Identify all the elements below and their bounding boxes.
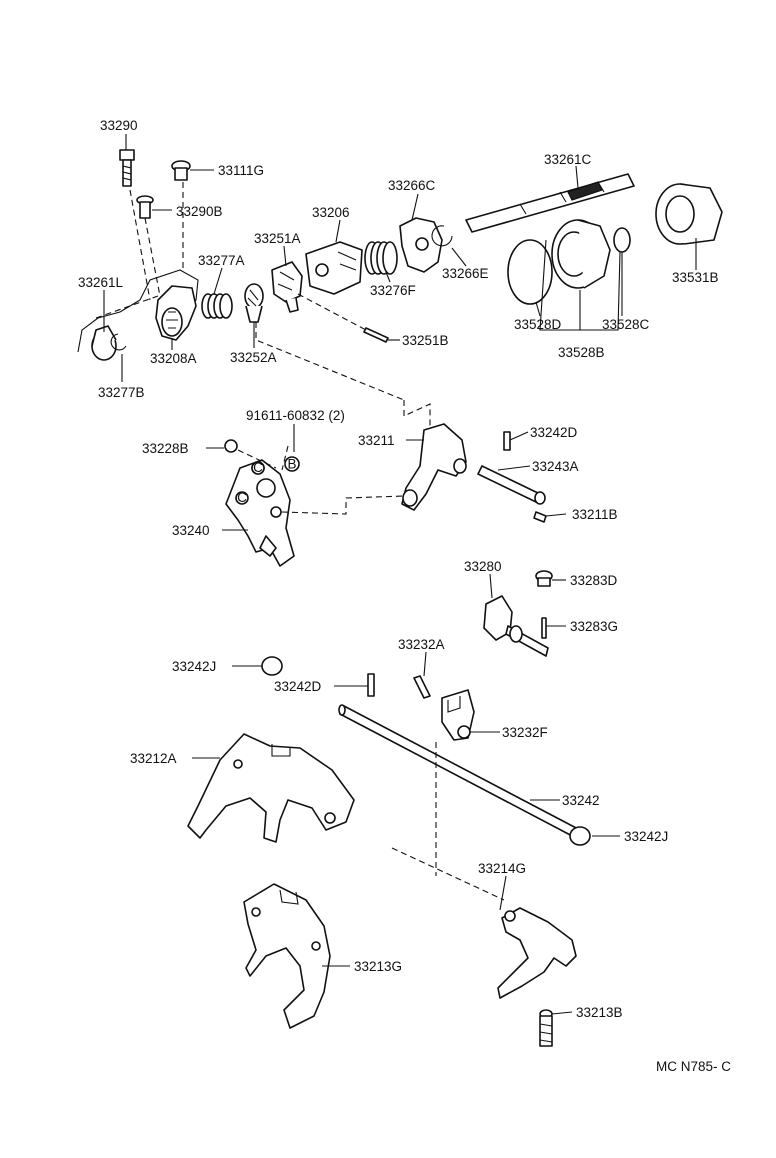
part-33290B-screw <box>136 195 154 219</box>
part-33232F-head <box>441 689 475 741</box>
part-33242D-pin-top <box>503 431 511 451</box>
label-33266E: 33266E <box>442 266 489 281</box>
part-33228B-nut <box>224 439 238 453</box>
part-33266C-interlock <box>399 217 443 273</box>
part-33240-lever-plate <box>225 459 295 567</box>
label-33277B: 33277B <box>98 385 145 400</box>
part-33214G-fork <box>497 907 577 999</box>
drawing-code: MC N785- C <box>656 1059 731 1074</box>
label-33242J-left: 33242J <box>172 659 216 674</box>
label-33290B: 33290B <box>176 204 223 219</box>
label-33528B: 33528B <box>558 345 605 360</box>
part-33277A-spring <box>201 293 233 319</box>
part-33251B-pin <box>363 327 389 343</box>
label-33111G: 33111G <box>218 163 264 178</box>
label-33242D-mid: 33242D <box>274 679 322 694</box>
part-33251A-cam <box>271 261 303 313</box>
label-33232A: 33232A <box>398 637 445 652</box>
label-33242J-right: 33242J <box>624 829 668 844</box>
marker-c-lower: C <box>235 490 249 505</box>
part-33531B-boot <box>655 183 723 245</box>
part-33290-bolt <box>119 149 135 187</box>
label-33208A: 33208A <box>150 351 197 366</box>
part-33213G-fork <box>243 883 331 1029</box>
label-33214G: 33214G <box>478 861 526 876</box>
label-33251A: 33251A <box>254 231 301 246</box>
label-33252A: 33252A <box>230 350 277 365</box>
part-33211-arm <box>401 423 467 511</box>
label-33213B: 33213B <box>576 1005 623 1020</box>
part-33232A-pin <box>413 675 431 699</box>
label-33228B: 33228B <box>142 441 189 456</box>
label-33276F: 33276F <box>370 283 416 298</box>
label-33243A: 33243A <box>532 459 579 474</box>
part-33528D-seal <box>507 239 553 305</box>
part-33212A-fork <box>187 733 355 843</box>
part-33213B-bolt <box>539 1009 553 1047</box>
marker-c-upper: C <box>251 460 265 475</box>
label-33242D-top: 33242D <box>530 425 578 440</box>
part-33276F-spring <box>364 241 398 275</box>
label-33266C: 33266C <box>388 178 436 193</box>
part-33528C-oring <box>613 227 631 253</box>
part-33283G-pin <box>541 617 547 639</box>
part-33111G-plug <box>171 160 191 181</box>
label-33290: 33290 <box>100 118 138 133</box>
part-33206-block <box>305 241 363 295</box>
part-33283D-bolt <box>535 570 553 587</box>
part-33280-head <box>483 595 549 657</box>
label-33206: 33206 <box>312 205 350 220</box>
part-33261C-shaft <box>465 173 635 233</box>
label-33528C: 33528C <box>602 317 650 332</box>
label-33232F: 33232F <box>502 725 548 740</box>
marker-b-letter: B <box>287 457 296 472</box>
label-33277A: 33277A <box>198 253 245 268</box>
part-33277B-snap-ring <box>110 333 127 351</box>
label-33283D: 33283D <box>570 573 618 588</box>
part-33242D-pin-mid <box>367 673 375 697</box>
label-33212A: 33212A <box>130 751 177 766</box>
label-33211: 33211 <box>358 433 395 448</box>
part-33211B-pin <box>533 511 547 523</box>
part-33208A-selector <box>155 285 197 341</box>
label-91611-60832: 91611-60832 (2) <box>246 408 345 423</box>
label-33261C: 33261C <box>544 152 592 167</box>
marker-c-upper-letter: C <box>253 460 263 475</box>
part-33252A-lever <box>244 283 264 323</box>
part-labels: 33290 33111G 33290B 33261C 33266C 33206 … <box>78 118 719 1020</box>
label-33283G: 33283G <box>570 619 618 634</box>
label-33251B: 33251B <box>402 333 449 348</box>
part-33242J-left-collar <box>261 656 283 676</box>
part-33242J-right-collar <box>569 826 591 846</box>
part-33528B-bearing <box>551 219 611 289</box>
assembly-lines <box>95 182 621 901</box>
marker-c-lower-letter: C <box>237 490 247 505</box>
label-33242: 33242 <box>562 793 600 808</box>
label-33213G: 33213G <box>354 959 402 974</box>
part-33243A-shaft <box>477 465 546 505</box>
label-33240: 33240 <box>172 523 210 538</box>
leader-lines <box>103 134 697 1015</box>
label-33531B: 33531B <box>672 270 719 285</box>
label-33211B: 33211B <box>572 507 618 522</box>
label-33280: 33280 <box>464 559 502 574</box>
label-33528D: 33528D <box>514 317 562 332</box>
label-33261L: 33261L <box>78 275 124 290</box>
marker-b: B <box>284 456 300 472</box>
part-33266E-ring <box>431 225 453 247</box>
